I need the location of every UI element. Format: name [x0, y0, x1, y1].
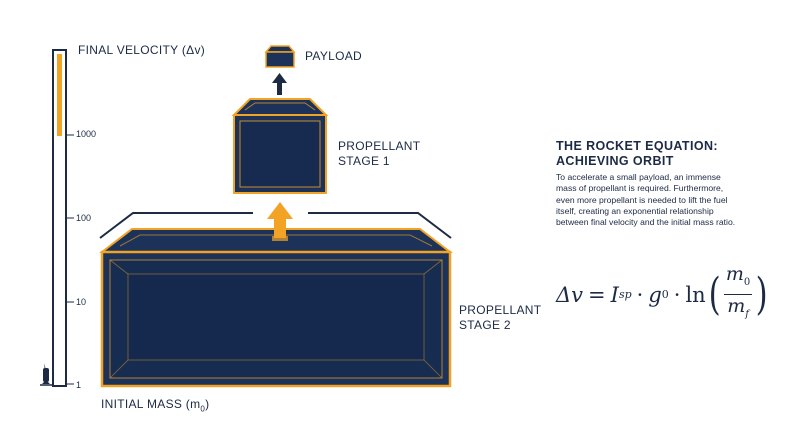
stage1-box	[231, 98, 329, 194]
info-title: THE ROCKET EQUATION: ACHIEVING ORBIT	[556, 139, 718, 168]
info-panel: THE ROCKET EQUATION: ACHIEVING ORBIT To …	[556, 139, 736, 228]
scale-fill-accent	[57, 54, 62, 136]
axis-tick-10: 10	[76, 297, 87, 307]
stage2-label: PROPELLANT STAGE 2	[459, 303, 542, 332]
axis-tick-1: 1	[76, 380, 82, 390]
axis-top-label: FINAL VELOCITY (Δv)	[78, 43, 206, 57]
velocity-scale-bar	[52, 49, 74, 387]
axis-bottom-label: INITIAL MASS (m0)	[101, 397, 210, 414]
axis-tick-1000: 1000	[76, 129, 97, 139]
rocket-icon	[40, 363, 52, 386]
axis-tick-100: 100	[76, 213, 92, 223]
stage1-label: PROPELLANT STAGE 1	[338, 139, 421, 168]
payload-box	[264, 45, 296, 68]
payload-label: PAYLOAD	[305, 49, 363, 63]
arrow-up-icon	[272, 73, 287, 95]
info-body: To accelerate a small payload, an immens…	[556, 172, 736, 228]
stage2-box	[99, 212, 453, 388]
thrust-arrow-icon	[267, 202, 293, 241]
